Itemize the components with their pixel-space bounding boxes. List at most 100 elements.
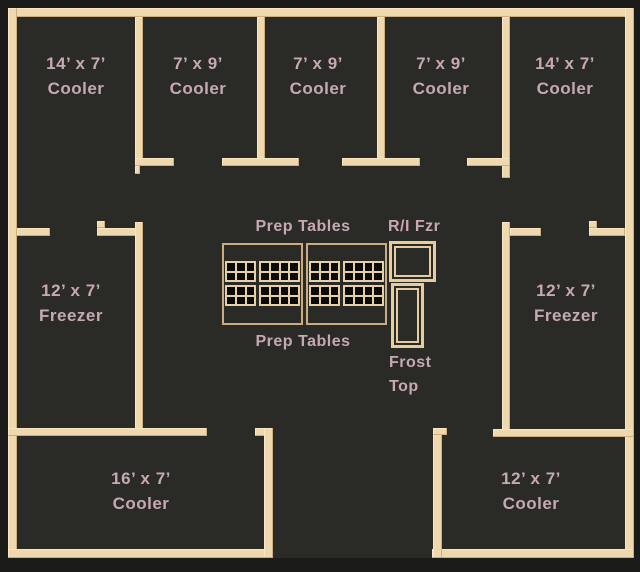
prep-table-cell [355, 296, 363, 304]
wall-bottom-right-cooler-top [493, 429, 634, 437]
wall-left-freezer-top-b [97, 228, 143, 236]
outer-margin-right [634, 0, 640, 572]
prep-table-cell [311, 263, 319, 271]
wall-right-freezer-left [502, 222, 510, 433]
room-type: Cooler [412, 79, 470, 98]
prep-table-cell [271, 272, 279, 280]
prep-table-cell [355, 287, 363, 295]
room-label-right-freezer: 12’ x 7’ Freezer [496, 278, 636, 328]
prep-table-cell [261, 272, 270, 280]
prep-table-row [309, 261, 384, 282]
room-label-bottom-right-cooler: 12’ x 7’ Cooler [461, 466, 601, 516]
prep-table-cell [290, 296, 298, 304]
prep-table-block [259, 285, 300, 306]
prep-table-block [343, 261, 384, 282]
prep-table-cell [374, 263, 382, 271]
room-label-bottom-left-cooler: 16’ x 7’ Cooler [71, 466, 211, 516]
prep-table-cell [236, 287, 245, 295]
prep-table-block [225, 285, 257, 306]
wall-top-divider-4-foot [467, 158, 510, 166]
wall-right-freezer-top-a [510, 228, 541, 236]
prep-table-cell [364, 296, 373, 304]
room-type: Cooler [289, 79, 347, 98]
room-type: Freezer [39, 306, 103, 325]
prep-table-cell [364, 287, 373, 295]
room-dimensions: 14’ x 7’ [46, 54, 106, 73]
prep-table-cell [271, 287, 279, 295]
wall-top-divider-3-foot [342, 158, 420, 166]
prep-table-cell [236, 263, 245, 271]
prep-tables-top-label: Prep Tables [255, 218, 351, 235]
prep-table-cell [311, 272, 319, 280]
prep-table-cell [246, 296, 255, 304]
prep-table-block [343, 285, 384, 306]
wall-top-divider-1 [135, 17, 143, 166]
wall-left-freezer-jamb [97, 221, 105, 228]
prep-table-block [309, 261, 341, 282]
prep-table-cell [227, 263, 235, 271]
wall-outer-top [8, 8, 634, 17]
frost-top-label-line2: Top [389, 378, 419, 395]
prep-table-cell [330, 296, 339, 304]
prep-table-cell [355, 263, 363, 271]
wall-bottom-right-cooler-left-tip [433, 428, 447, 435]
wall-right-freezer-top-b [589, 228, 625, 236]
wall-left-freezer-right [135, 222, 143, 436]
room-label-top-cooler-4: 7’ x 9’ Cooler [371, 51, 511, 101]
prep-table-cell [320, 287, 329, 295]
reach-in-freezer-label: R/I Fzr [388, 218, 441, 235]
prep-table-cell [364, 263, 373, 271]
frost-top-label: Frost Top [389, 351, 432, 399]
prep-table-cell [290, 272, 298, 280]
prep-table-row [225, 261, 300, 282]
wall-bottom-left-cooler-top [8, 428, 207, 436]
prep-table-cell [246, 272, 255, 280]
prep-table-cell [345, 272, 354, 280]
wall-top-divider-1-jamb [135, 166, 140, 174]
prep-table-row [225, 285, 300, 306]
prep-table-cell [330, 263, 339, 271]
prep-table-cell [345, 296, 354, 304]
room-type: Freezer [534, 306, 598, 325]
prep-table-cell [345, 263, 354, 271]
frost-top-label-line1: Frost [389, 354, 432, 371]
room-label-top-cooler-3: 7’ x 9’ Cooler [248, 51, 388, 101]
prep-table-cell [280, 287, 289, 295]
outer-margin-top [0, 0, 640, 8]
prep-table-cell [364, 272, 373, 280]
wall-top-divider-3 [377, 17, 385, 166]
wall-top-divider-2-foot [222, 158, 299, 166]
room-type: Cooler [112, 494, 170, 513]
prep-table-cell [271, 263, 279, 271]
reach-in-freezer-unit-inner [394, 246, 431, 277]
prep-table-cell [261, 296, 270, 304]
room-dimensions: 7’ x 9’ [173, 54, 223, 73]
prep-table-cell [374, 296, 382, 304]
frost-top-unit-inner [396, 288, 419, 343]
prep-table-cell [374, 287, 382, 295]
room-type: Cooler [47, 79, 105, 98]
room-dimensions: 7’ x 9’ [293, 54, 343, 73]
prep-table-cell [261, 263, 270, 271]
prep-table-cell [355, 272, 363, 280]
wall-bottom-right-cooler-left [433, 428, 442, 558]
room-dimensions: 12’ x 7’ [536, 281, 596, 300]
room-dimensions: 16’ x 7’ [111, 469, 171, 488]
room-type: Cooler [502, 494, 560, 513]
prep-table-cell [374, 272, 382, 280]
prep-table-cell [261, 287, 270, 295]
prep-table-cell [330, 272, 339, 280]
prep-table-cell [320, 296, 329, 304]
wall-left-freezer-top-a [17, 228, 50, 236]
prep-table-cell [227, 287, 235, 295]
wall-bottom-left-cooler [8, 549, 273, 558]
prep-table-cell [280, 272, 289, 280]
frost-top-unit [391, 283, 424, 348]
prep-table-block [309, 285, 341, 306]
prep-table-cell [320, 272, 329, 280]
wall-right-freezer-jamb [589, 221, 597, 228]
wall-top-divider-4 [502, 17, 510, 178]
room-dimensions: 14’ x 7’ [535, 54, 595, 73]
prep-tables-bottom-label: Prep Tables [255, 333, 351, 350]
